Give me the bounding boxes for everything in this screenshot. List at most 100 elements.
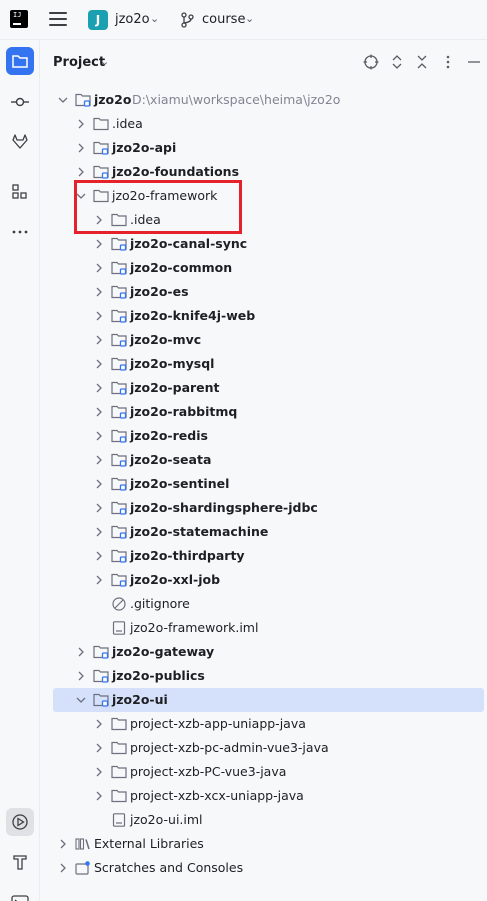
chevron-right-icon[interactable] <box>75 664 87 688</box>
chevron-right-icon[interactable] <box>93 496 105 520</box>
structure-icon[interactable] <box>6 178 34 206</box>
collapse-all-icon[interactable] <box>414 54 430 70</box>
intellij-logo-icon[interactable]: IJ <box>10 10 28 28</box>
more-icon[interactable] <box>6 218 34 246</box>
module-folder-icon <box>111 237 127 251</box>
tree-row[interactable]: jzo2o-parent <box>40 376 487 400</box>
project-name[interactable]: jzo2o <box>115 12 150 27</box>
tree-row[interactable]: jzo2o-framework <box>40 184 487 208</box>
tree-row[interactable]: jzo2o-redis <box>40 424 487 448</box>
tree-row[interactable]: jzo2o-mysql <box>40 352 487 376</box>
tree-row[interactable]: .idea <box>40 208 487 232</box>
git-branch-icon[interactable] <box>180 12 194 28</box>
chevron-right-icon[interactable] <box>93 400 105 424</box>
chevron-right-icon[interactable] <box>93 256 105 280</box>
options-more-icon[interactable] <box>440 54 456 70</box>
build-hammer-icon[interactable] <box>6 848 34 876</box>
main-menu-icon[interactable] <box>49 12 67 28</box>
tree-row[interactable]: jzo2o-rabbitmq <box>40 400 487 424</box>
tree-row[interactable]: jzo2o-api <box>40 136 487 160</box>
tree-row[interactable]: jzo2o-publics <box>40 664 487 688</box>
chevron-right-icon[interactable] <box>93 472 105 496</box>
chevron-right-icon[interactable] <box>93 208 105 232</box>
project-badge[interactable]: J <box>88 10 108 30</box>
chevron-right-icon[interactable] <box>75 112 87 136</box>
tree-row[interactable]: jzo2o-gateway <box>40 640 487 664</box>
tree-row[interactable]: jzo2o-ui <box>40 688 487 712</box>
chevron-down-icon[interactable] <box>75 184 87 208</box>
chevron-right-icon[interactable] <box>93 520 105 544</box>
chevron-right-icon[interactable] <box>93 304 105 328</box>
tree-row-label: jzo2o-shardingsphere-jdbc <box>130 500 318 515</box>
tree-row[interactable]: jzo2o-shardingsphere-jdbc <box>40 496 487 520</box>
panel-title[interactable]: Project <box>53 55 106 70</box>
tree-row[interactable]: jzo2o-thirdparty <box>40 544 487 568</box>
tree-row[interactable]: .idea <box>40 112 487 136</box>
expand-all-icon[interactable] <box>389 54 405 70</box>
tree-row[interactable]: jzo2o-knife4j-web <box>40 304 487 328</box>
chevron-right-icon[interactable] <box>75 136 87 160</box>
tree-row[interactable]: jzo2o-mvc <box>40 328 487 352</box>
chevron-right-icon[interactable] <box>75 640 87 664</box>
tree-row[interactable]: jzo2o-es <box>40 280 487 304</box>
folder-icon <box>93 189 109 203</box>
tree-row[interactable]: External Libraries <box>40 832 487 856</box>
tree-root-label: jzo2o <box>94 92 132 107</box>
tree-row-label: .gitignore <box>130 596 190 611</box>
tree-row[interactable]: jzo2o-common <box>40 256 487 280</box>
terminal-icon[interactable] <box>6 888 34 901</box>
tree-row[interactable]: jzo2o-framework.iml <box>40 616 487 640</box>
tree-row[interactable]: jzo2o-seata <box>40 448 487 472</box>
tree-row[interactable]: .gitignore <box>40 592 487 616</box>
chevron-right-icon[interactable] <box>75 160 87 184</box>
chevron-right-icon[interactable] <box>57 832 69 856</box>
panel-title-chevron-down-icon[interactable]: ⌄ <box>100 55 110 68</box>
chevron-down-icon[interactable] <box>75 688 87 712</box>
chevron-right-icon[interactable] <box>93 424 105 448</box>
chevron-down-icon[interactable] <box>57 88 69 112</box>
chevron-right-icon[interactable] <box>93 328 105 352</box>
chevron-right-icon[interactable] <box>93 448 105 472</box>
chevron-right-icon[interactable] <box>93 760 105 784</box>
chevron-right-icon[interactable] <box>93 712 105 736</box>
gitignore-icon <box>112 597 126 611</box>
tree-row[interactable]: jzo2o-foundations <box>40 160 487 184</box>
tree-row-label: Scratches and Consoles <box>94 860 244 875</box>
branch-name[interactable]: course <box>202 12 246 27</box>
chevron-right-icon[interactable] <box>93 568 105 592</box>
tree-row-label: .idea <box>130 212 161 227</box>
chevron-right-icon[interactable] <box>93 280 105 304</box>
tree-row-label: jzo2o-gateway <box>112 644 215 659</box>
commit-icon[interactable] <box>6 88 34 116</box>
tree-root-row[interactable]: jzo2o D:\xiamu\workspace\heima\jzo2o <box>40 88 487 112</box>
tree-row[interactable]: jzo2o-sentinel <box>40 472 487 496</box>
folder-icon <box>111 741 127 755</box>
tree-row-label: jzo2o-knife4j-web <box>130 308 256 323</box>
tree-row[interactable]: project-xzb-xcx-uniapp-java <box>40 784 487 808</box>
gitlab-icon[interactable] <box>6 128 34 156</box>
tree-row[interactable]: Scratches and Consoles <box>40 856 487 880</box>
tree-row[interactable]: jzo2o-canal-sync <box>40 232 487 256</box>
locate-crosshair-icon[interactable] <box>363 54 379 70</box>
tree-row[interactable]: project-xzb-pc-admin-vue3-java <box>40 736 487 760</box>
tree-row-label: jzo2o-canal-sync <box>130 236 248 251</box>
tree-row[interactable]: project-xzb-PC-vue3-java <box>40 760 487 784</box>
hide-panel-icon[interactable] <box>466 54 482 70</box>
module-folder-icon <box>93 645 109 659</box>
project-folder-icon[interactable] <box>6 47 34 75</box>
chevron-right-icon[interactable] <box>93 352 105 376</box>
chevron-right-icon[interactable] <box>57 856 69 880</box>
tree-row[interactable]: jzo2o-statemachine <box>40 520 487 544</box>
chevron-right-icon[interactable] <box>93 376 105 400</box>
project-chevron-down-icon[interactable]: ⌄ <box>150 12 160 25</box>
services-run-icon[interactable] <box>6 808 34 836</box>
branch-chevron-down-icon[interactable]: ⌄ <box>245 12 255 25</box>
tree-row[interactable]: project-xzb-app-uniapp-java <box>40 712 487 736</box>
iml-file-icon <box>112 621 126 635</box>
tree-row[interactable]: jzo2o-xxl-job <box>40 568 487 592</box>
chevron-right-icon[interactable] <box>93 232 105 256</box>
chevron-right-icon[interactable] <box>93 544 105 568</box>
tree-row[interactable]: jzo2o-ui.iml <box>40 808 487 832</box>
chevron-right-icon[interactable] <box>93 736 105 760</box>
chevron-right-icon[interactable] <box>93 784 105 808</box>
